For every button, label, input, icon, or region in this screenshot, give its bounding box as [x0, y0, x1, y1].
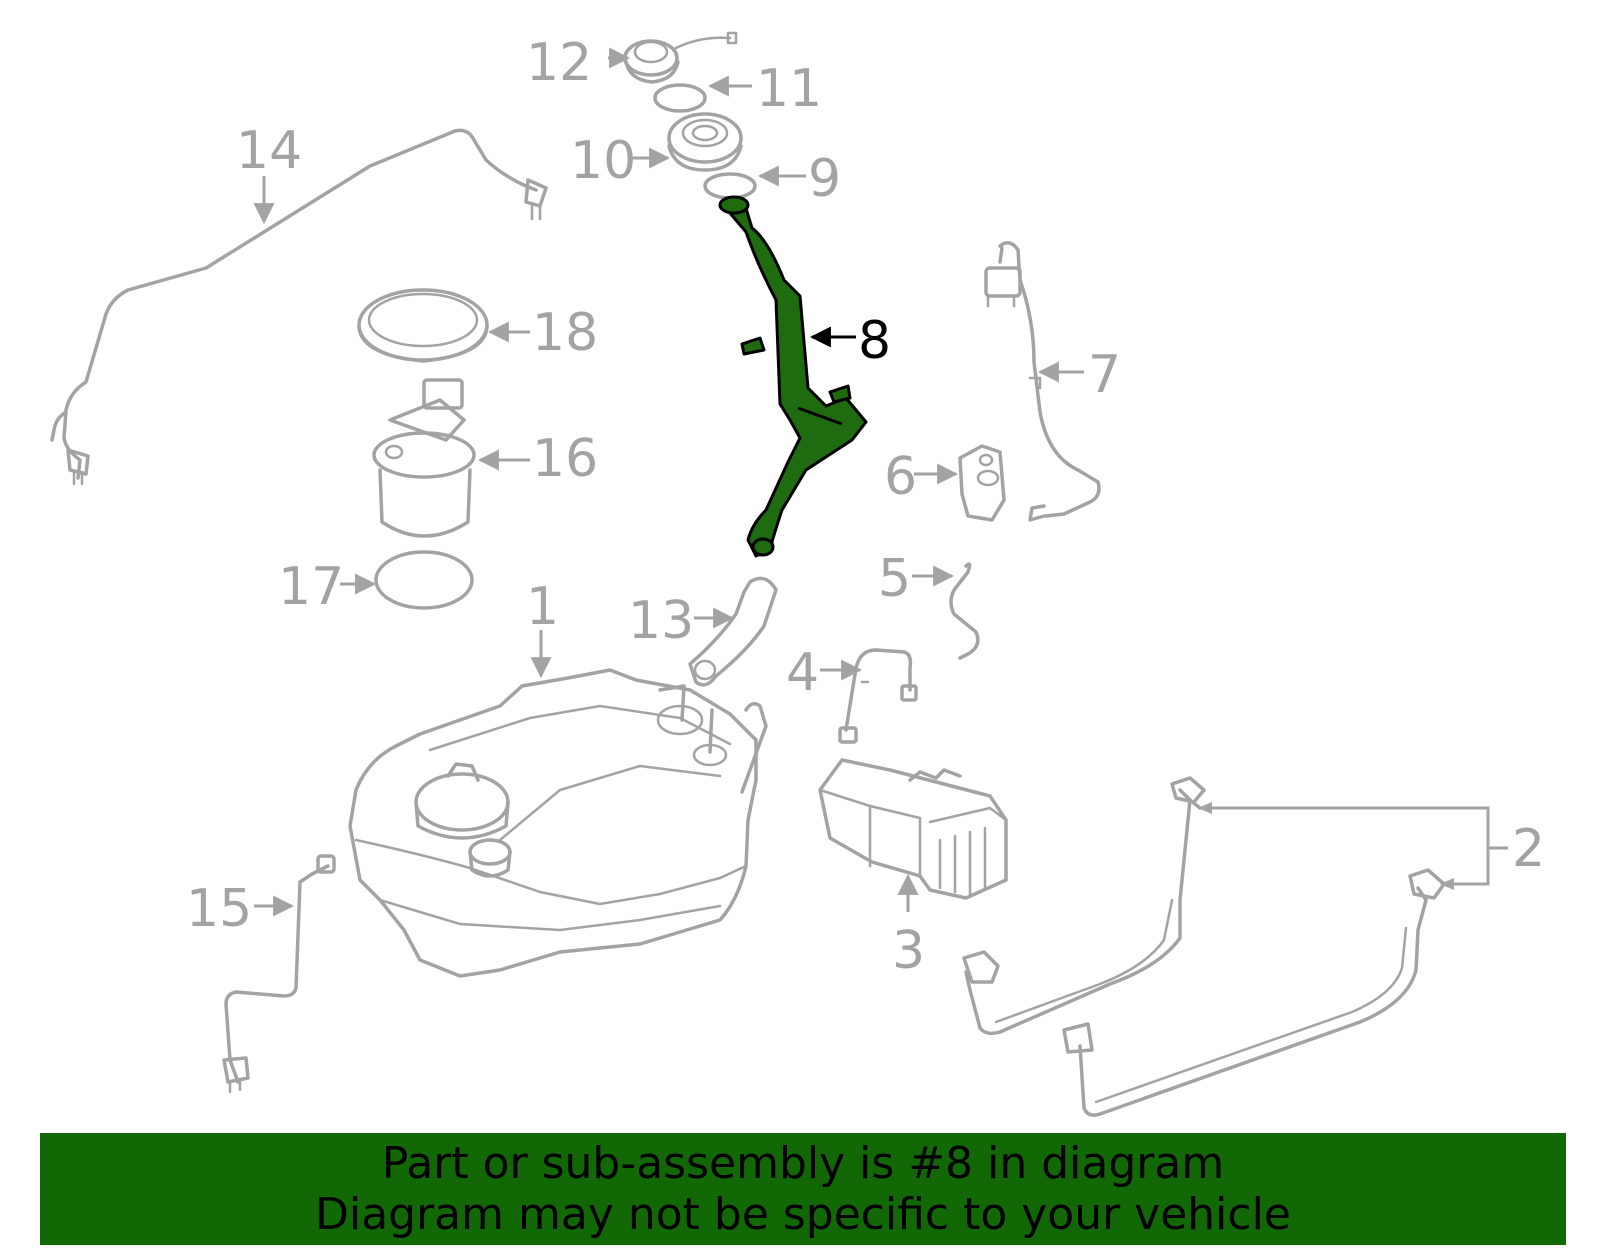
banner-line-2: Diagram may not be specific to your vehi…	[315, 1189, 1291, 1240]
callout-12: 12	[526, 33, 592, 93]
part-13-filler-hose	[688, 576, 778, 687]
callout-5: 5	[878, 549, 911, 609]
callout-2: 2	[1512, 819, 1545, 879]
part-6-valve	[958, 444, 1006, 522]
callout-1: 1	[526, 577, 559, 637]
banner-line-1: Part or sub-assembly is #8 in diagram	[381, 1138, 1225, 1189]
part-11-o-ring	[653, 83, 707, 113]
callout-labels: 12 11 10 9 14 18 8 7 16 6 5 17 1 13 4 2 …	[186, 33, 1545, 981]
callout-3: 3	[892, 921, 925, 981]
notice-banner: Part or sub-assembly is #8 in diagram Di…	[40, 1133, 1566, 1245]
part-17-seal	[374, 550, 474, 610]
part-18-lock-ring	[357, 288, 489, 363]
callout-18: 18	[532, 303, 598, 363]
part-16-fuel-pump	[372, 378, 476, 538]
part-12-fuel-cap	[623, 31, 738, 84]
part-5-hose	[949, 562, 980, 660]
callout-8: 8	[858, 311, 891, 371]
part-14-vapor-tube	[50, 128, 548, 486]
part-3-canister	[818, 758, 1008, 900]
leader-2	[1204, 806, 1508, 886]
callout-7: 7	[1088, 345, 1121, 405]
callout-16: 16	[532, 429, 598, 489]
part-8-filler-pipe	[718, 195, 868, 558]
callout-4: 4	[786, 643, 819, 703]
callout-17: 17	[278, 557, 344, 617]
leader-2-arrow-b	[1440, 878, 1454, 890]
part-4-vent-tube	[838, 648, 918, 744]
leader-2-arrow-a	[1198, 802, 1212, 814]
callout-13: 13	[628, 591, 694, 651]
callout-6: 6	[884, 447, 917, 507]
callout-10: 10	[570, 131, 636, 191]
part-1-fuel-tank	[348, 668, 768, 978]
callout-15: 15	[186, 879, 252, 939]
callout-9: 9	[808, 149, 841, 209]
part-15-tube	[222, 854, 336, 1094]
callout-14: 14	[236, 121, 302, 181]
part-9-gasket	[703, 172, 757, 200]
part-10-filler-seat	[667, 112, 743, 172]
callout-leaders	[253, 47, 1508, 917]
callout-11: 11	[756, 59, 822, 119]
part-2-tank-straps	[962, 776, 1446, 1117]
part-7-breather-tube	[984, 241, 1101, 522]
